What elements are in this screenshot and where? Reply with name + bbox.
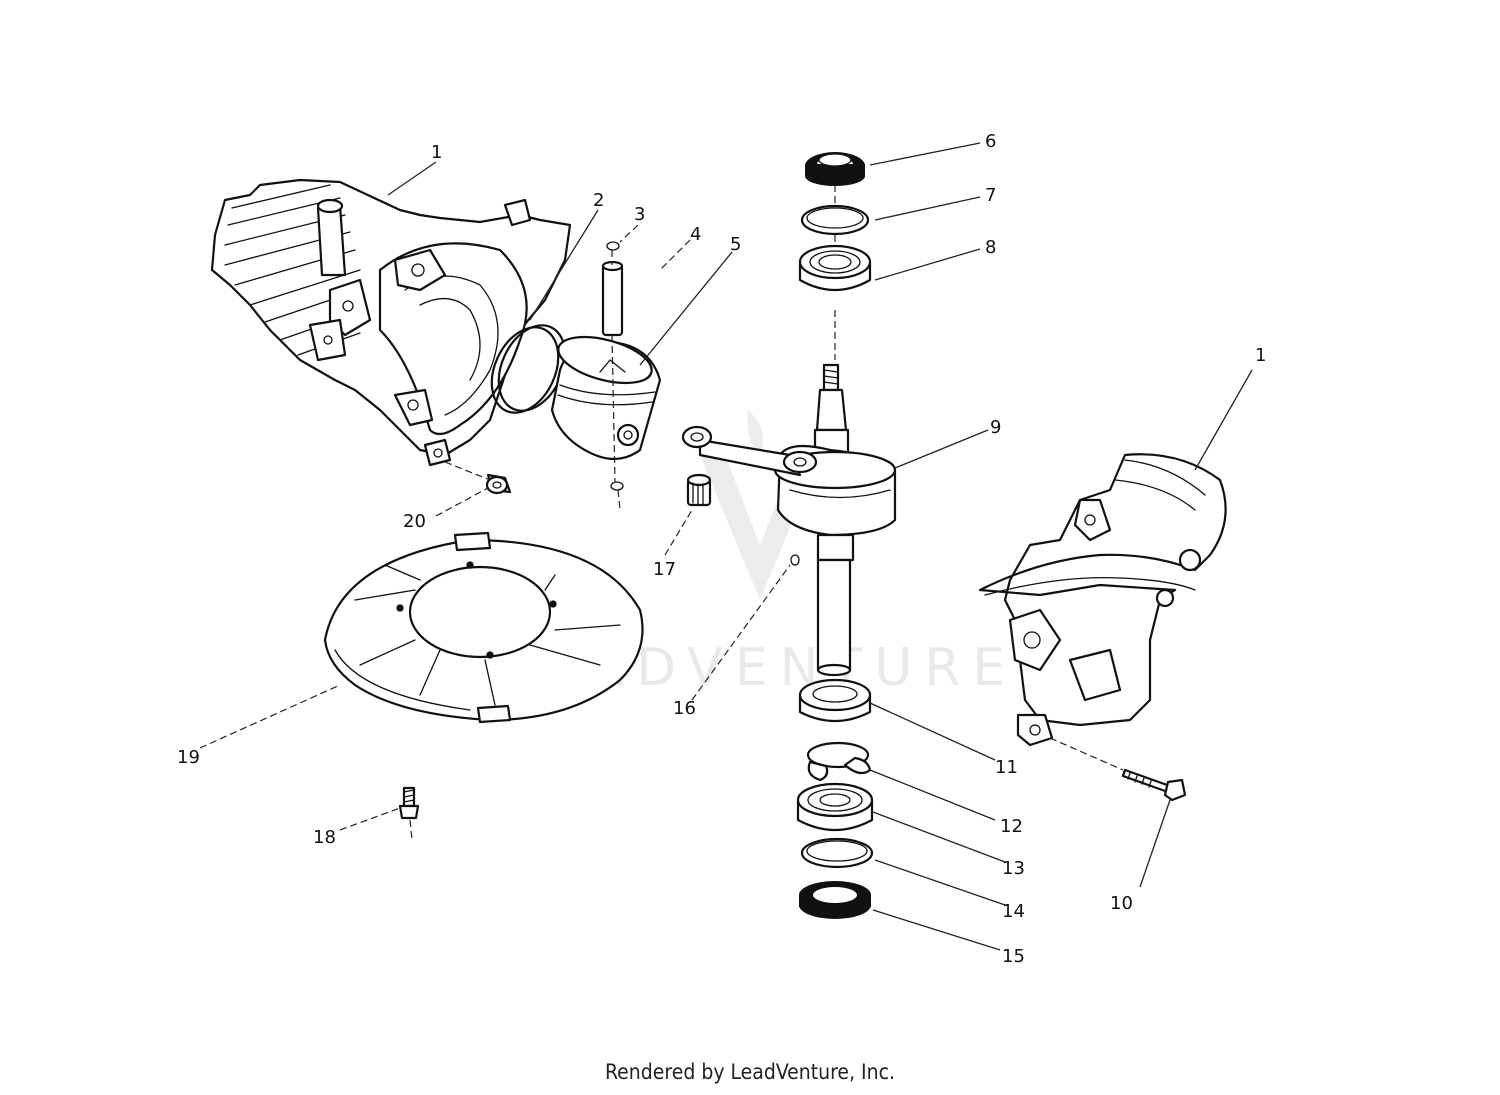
needle-bearing xyxy=(686,473,712,507)
callout-17: 17 xyxy=(653,559,676,580)
bearing-top xyxy=(798,244,872,291)
callout-5: 5 xyxy=(730,234,741,255)
callout-14: 14 xyxy=(1002,901,1025,922)
crankcase-bolt xyxy=(1121,768,1187,802)
piston-pin-clip-top xyxy=(606,241,620,251)
oil-seal-bottom xyxy=(799,881,871,919)
callout-7: 7 xyxy=(985,185,996,206)
bearing-retainer xyxy=(806,741,872,782)
callout-12: 12 xyxy=(1000,816,1023,837)
callout-1-block: 1 xyxy=(431,142,442,163)
leader-lines xyxy=(199,142,1253,951)
piston-pin-clip-bottom xyxy=(610,481,624,491)
callout-16: 16 xyxy=(673,698,696,719)
cylinder-block xyxy=(210,178,572,467)
callout-4: 4 xyxy=(690,224,701,245)
callout-13: 13 xyxy=(1002,858,1025,879)
callout-2: 2 xyxy=(593,190,604,211)
callout-10: 10 xyxy=(1110,893,1133,914)
screw xyxy=(398,786,420,820)
callout-19: 19 xyxy=(177,747,200,768)
callout-1-crankcase: 1 xyxy=(1255,345,1266,366)
oil-seal-top xyxy=(805,152,865,186)
callout-9: 9 xyxy=(990,417,1001,438)
retaining-ring-top xyxy=(800,204,870,236)
crankshaft xyxy=(681,363,897,677)
bearing-sleeve xyxy=(798,678,872,722)
retaining-ring-bottom xyxy=(800,837,874,869)
dowel-sleeve xyxy=(485,473,512,495)
callout-6: 6 xyxy=(985,131,996,152)
callout-18: 18 xyxy=(313,827,336,848)
callout-8: 8 xyxy=(985,237,996,258)
bearing-bottom xyxy=(796,782,874,831)
piston-pin xyxy=(601,260,624,337)
base-plate xyxy=(323,531,644,724)
callout-11: 11 xyxy=(995,757,1018,778)
callout-20: 20 xyxy=(403,511,426,532)
footer-credit: Rendered by LeadVenture, Inc. xyxy=(605,1060,895,1084)
locating-pin xyxy=(790,554,800,566)
callout-3: 3 xyxy=(634,204,645,225)
crankcase-half xyxy=(978,453,1227,747)
piston xyxy=(550,335,662,461)
callout-15: 15 xyxy=(1002,946,1025,967)
callout-labels: 1 2 3 4 5 6 7 8 9 1 10 11 12 13 14 15 16… xyxy=(177,131,1266,967)
